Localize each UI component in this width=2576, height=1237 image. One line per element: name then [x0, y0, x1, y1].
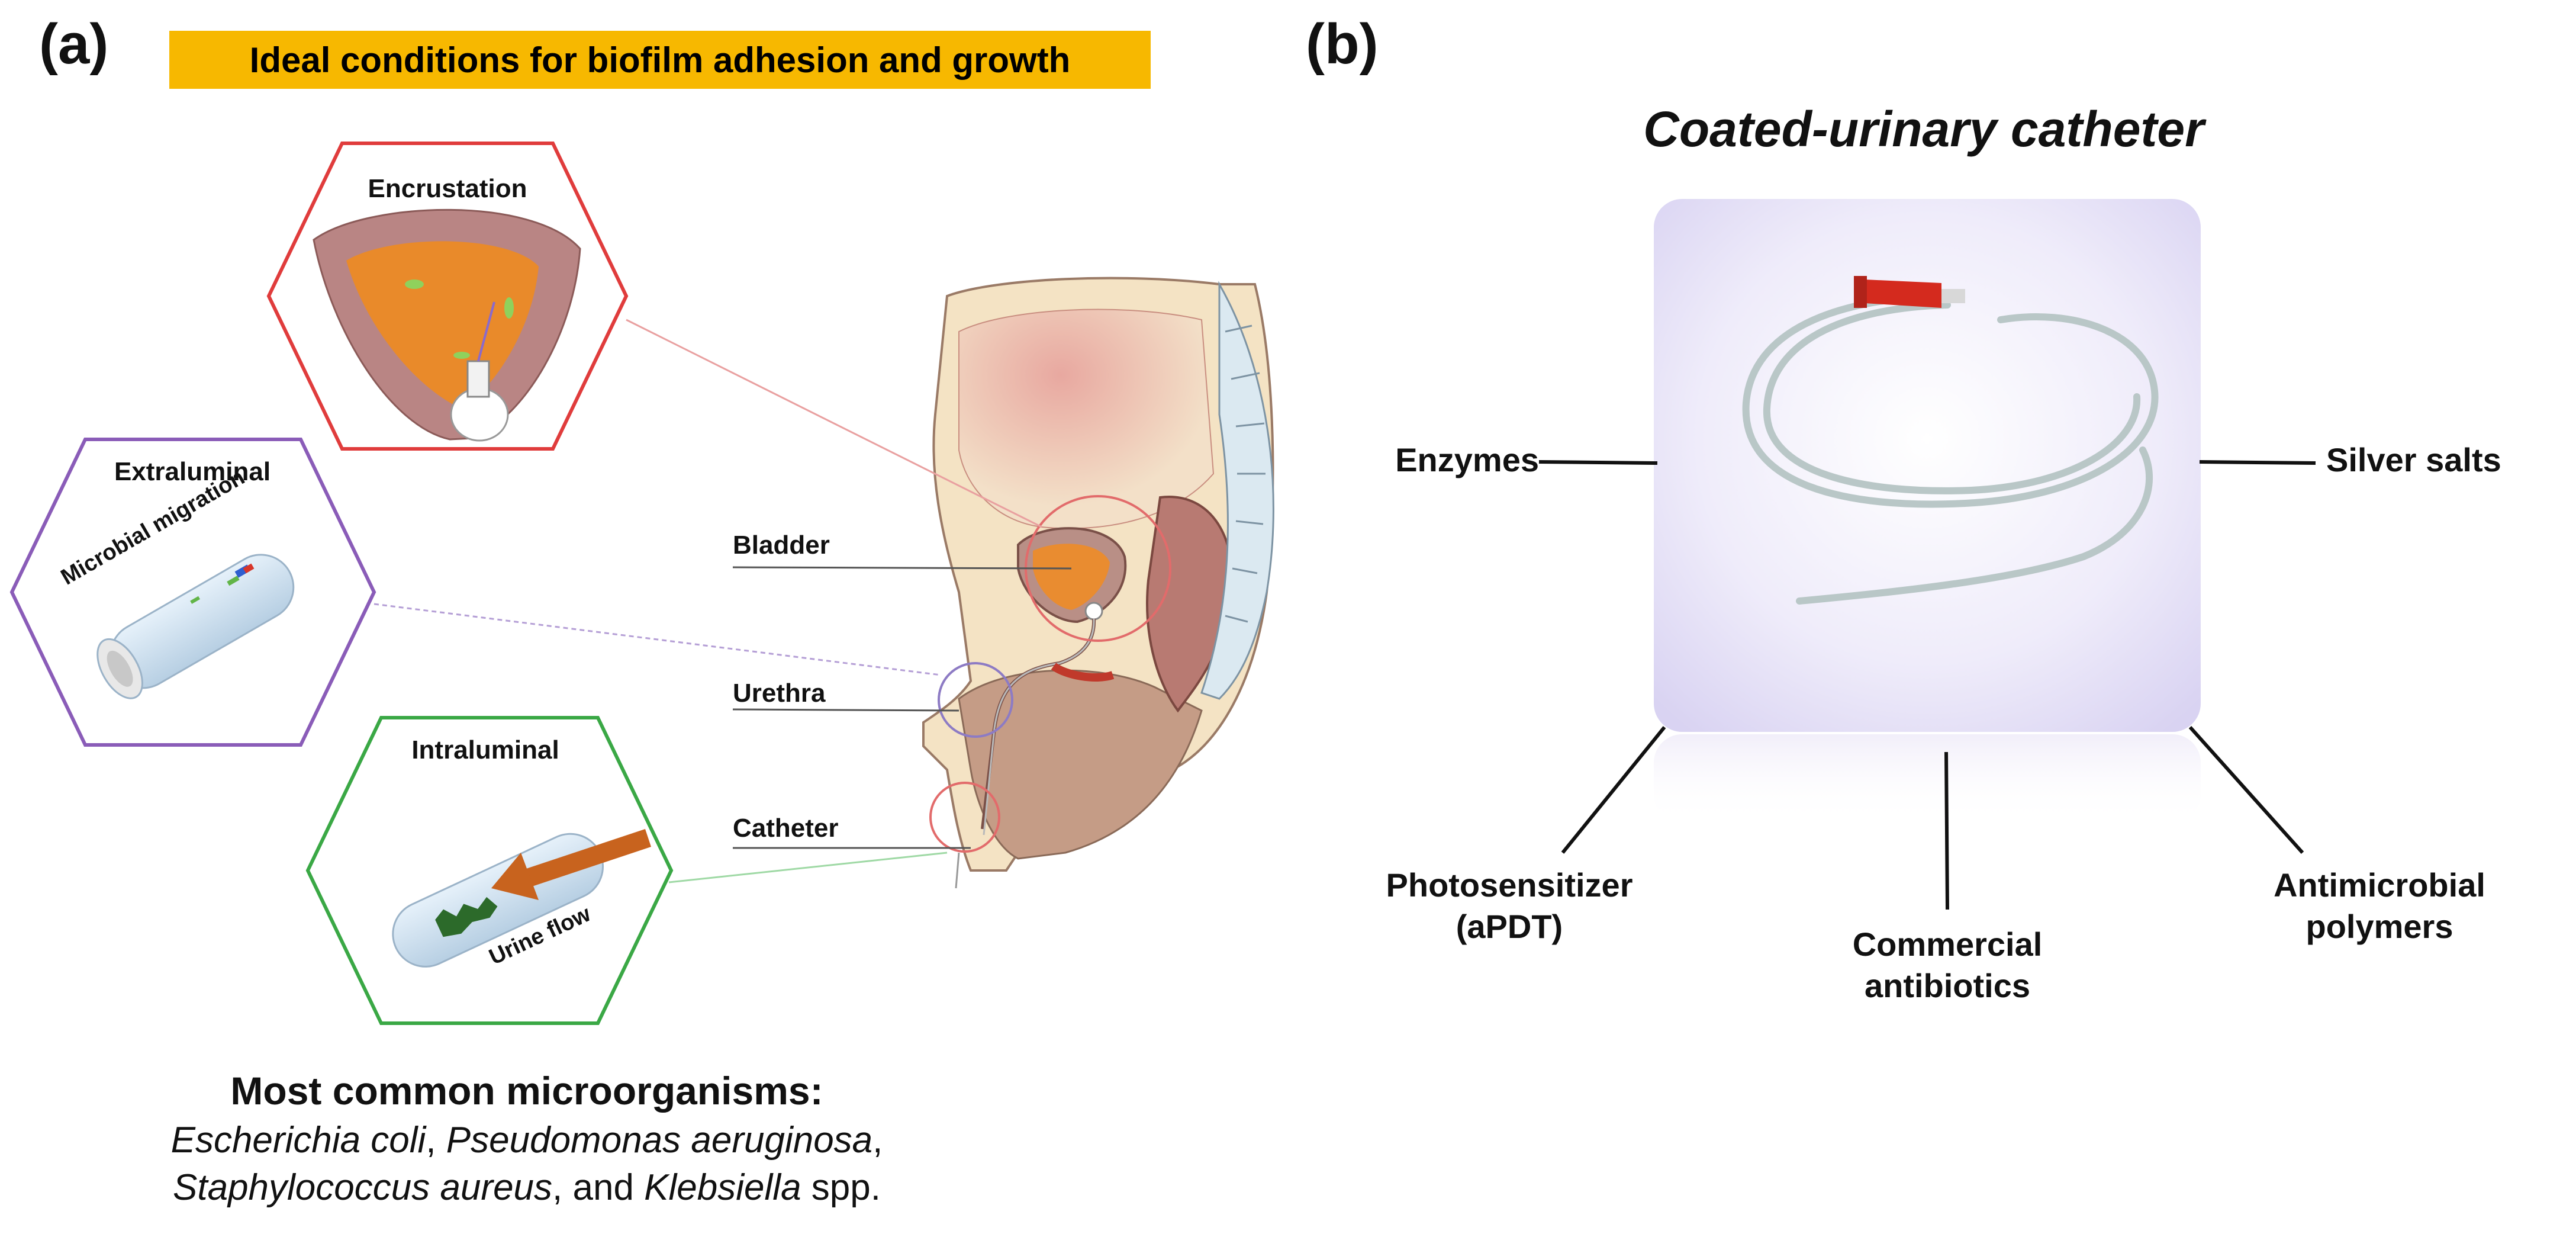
catheter-reflection	[1654, 734, 2201, 823]
intraluminal-label: Intraluminal	[411, 735, 559, 764]
commercial-antibiotics-callout-line	[1944, 751, 1949, 910]
bladder-leader-line	[732, 566, 1072, 570]
abdomen-shape	[958, 309, 1215, 529]
photosensitizer-callout: Photosensitizer (aPDT)	[1350, 865, 1669, 947]
photosensitizer-callout-line	[1561, 726, 1666, 854]
encrustation-label: Encrustation	[368, 174, 527, 203]
external-catheter	[955, 852, 960, 889]
bladder-shape	[1017, 527, 1127, 624]
catheter-red-tip	[1865, 279, 1941, 308]
extraluminal-label: Extraluminal	[114, 457, 271, 486]
antimicrobial-polymers-callout-line	[2188, 725, 2304, 854]
catheter-tube-coil	[1742, 293, 2159, 605]
enzymes-callout: Enzymes	[1395, 441, 1539, 478]
commercial-line-1: Commercial	[1852, 926, 2043, 963]
encrustation-hexagon	[266, 142, 629, 451]
catheter-tube-in-body	[983, 618, 1095, 836]
pseudomonas-aeruginosa: Pseudomonas aeruginosa	[446, 1119, 873, 1161]
spp-suffix: spp.	[801, 1167, 881, 1209]
commercial-line-2: antibiotics	[1864, 967, 2031, 1004]
enzymes-callout-line	[1538, 460, 1658, 465]
extraluminal-connector	[373, 603, 942, 676]
spine-shape	[1200, 281, 1274, 700]
klebsiella: Klebsiella	[644, 1167, 801, 1209]
microorganisms-line-2: Staphylococcus aureus, and Klebsiella sp…	[83, 1164, 971, 1212]
urethra-leader-line	[732, 708, 959, 712]
silver-salts-callout-line	[2199, 460, 2316, 465]
commercial-antibiotics-callout: Commercial antibiotics	[1793, 924, 2101, 1007]
separator-2: ,	[872, 1119, 883, 1161]
coated-catheter-title: Coated-urinary catheter	[1643, 101, 2204, 157]
perineum-shape	[958, 669, 1203, 860]
catheter-label: Catheter	[733, 814, 839, 843]
photosensitizer-line-2: (aPDT)	[1456, 908, 1563, 945]
intraluminal-connector	[668, 852, 948, 883]
antimicrobial-line-1: Antimicrobial	[2274, 866, 2485, 904]
urethra-label: Urethra	[733, 679, 826, 708]
anatomy-illustration	[922, 277, 1274, 889]
urine-flow-arrow	[491, 829, 651, 900]
antimicrobial-line-2: polymers	[2305, 908, 2453, 945]
encrustation-connector	[626, 319, 1042, 528]
escherichia-coli: Escherichia coli	[170, 1119, 426, 1161]
microorganisms-line-1: Escherichia coli, Pseudomonas aeruginosa…	[83, 1117, 971, 1165]
photosensitizer-line-1: Photosensitizer	[1386, 866, 1633, 904]
panel-b-label: (b)	[1306, 12, 1379, 76]
catheter-figure	[1654, 199, 2201, 823]
urethra-highlight-circle	[938, 662, 1013, 738]
bladder-label: Bladder	[733, 531, 830, 560]
panel-a-label: (a)	[39, 12, 109, 76]
staphylococcus-aureus: Staphylococcus aureus	[173, 1167, 553, 1209]
and-conjunction: , and	[552, 1167, 645, 1209]
biofilm-conditions-banner: Ideal conditions for biofilm adhesion an…	[169, 31, 1151, 89]
intraluminal-hexagon	[305, 716, 674, 1025]
separator-1: ,	[426, 1119, 446, 1161]
catheter-image-box	[1654, 199, 2201, 732]
microorganisms-heading: Most common microorganisms:	[230, 1069, 823, 1113]
microorganisms-block: Most common microorganisms: Escherichia …	[83, 1066, 971, 1212]
catheter-highlight-circle	[929, 782, 1000, 853]
silver-salts-callout: Silver salts	[2326, 441, 2501, 478]
extraluminal-hexagon	[9, 438, 376, 747]
prostate-shape	[1051, 663, 1115, 682]
antimicrobial-polymers-callout: Antimicrobial polymers	[2226, 865, 2533, 947]
